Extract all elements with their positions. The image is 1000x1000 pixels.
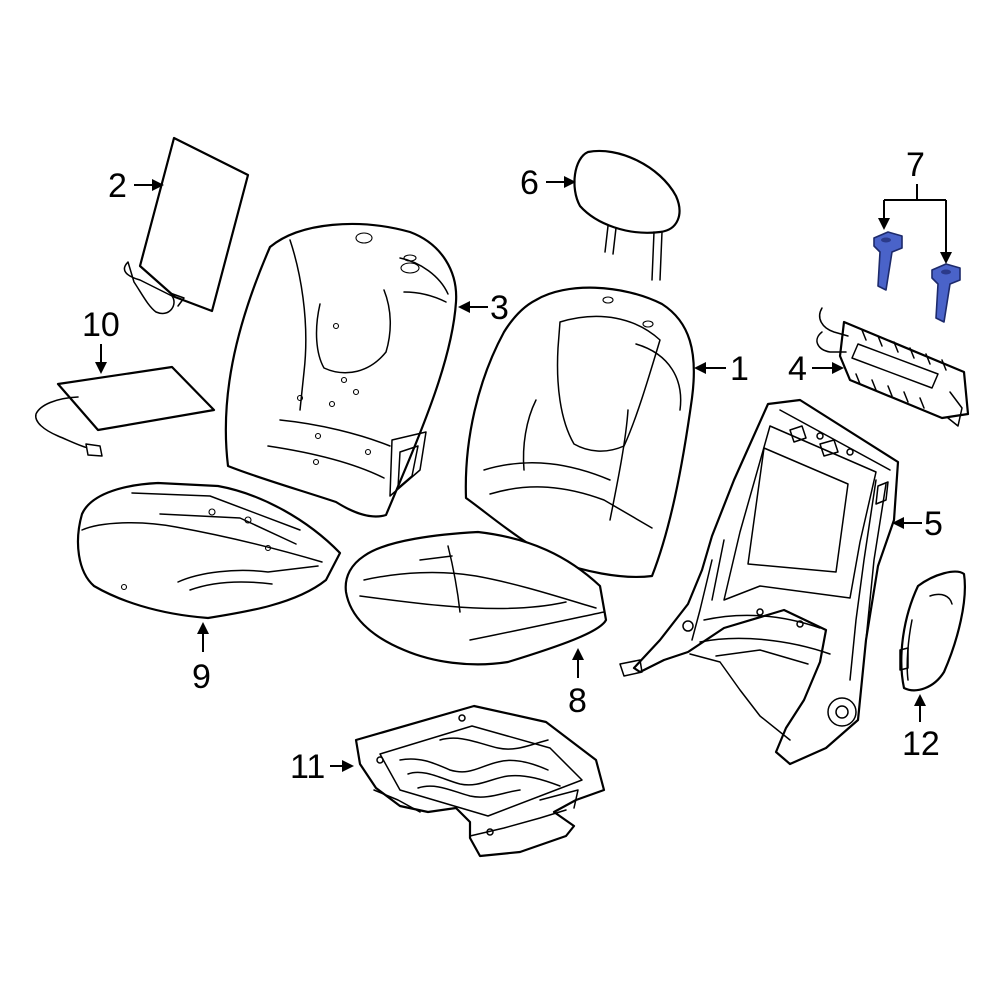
callout-1: 1 — [694, 350, 749, 388]
part-8-cushion-cover — [344, 530, 608, 666]
callout-10-label: 10 — [82, 306, 120, 344]
part-9-cushion-pad — [76, 481, 342, 620]
callout-3: 3 — [458, 289, 509, 327]
callout-3-label: 3 — [490, 289, 509, 327]
part-7-headrest-guides — [873, 231, 961, 323]
part-4-support-panel — [816, 307, 970, 427]
part-12-side-cover — [899, 570, 966, 692]
callout-8-label: 8 — [568, 682, 587, 720]
callout-5-label: 5 — [924, 505, 943, 543]
callout-12: 12 — [902, 694, 940, 763]
callout-9: 9 — [192, 622, 211, 696]
callout-6: 6 — [520, 164, 576, 202]
callout-11-label: 11 — [290, 748, 325, 786]
callout-12-label: 12 — [902, 725, 940, 763]
part-6-headrest — [573, 149, 681, 281]
guide-left — [873, 231, 903, 291]
callout-2-label: 2 — [108, 167, 127, 205]
callout-5: 5 — [892, 505, 943, 543]
guide-right — [931, 263, 961, 323]
callout-10: 10 — [82, 306, 120, 374]
part-11-cushion-frame — [354, 704, 606, 858]
part-2-back-panel — [123, 136, 250, 315]
callout-7: 7 — [878, 146, 952, 264]
callout-4-label: 4 — [788, 350, 807, 388]
callout-11: 11 — [290, 748, 354, 786]
callout-7-label: 7 — [906, 146, 925, 184]
callout-4: 4 — [788, 350, 844, 388]
callout-9-label: 9 — [192, 658, 211, 696]
callout-2: 2 — [108, 167, 164, 205]
part-3-seatback-pad — [224, 222, 458, 518]
callout-1-label: 1 — [730, 350, 749, 388]
part-10-heater-pad — [35, 365, 216, 457]
part-5-seatback-frame — [619, 398, 900, 766]
callout-6-label: 6 — [520, 164, 539, 202]
callout-8: 8 — [568, 648, 587, 720]
part-1-seatback-cover — [464, 286, 695, 578]
